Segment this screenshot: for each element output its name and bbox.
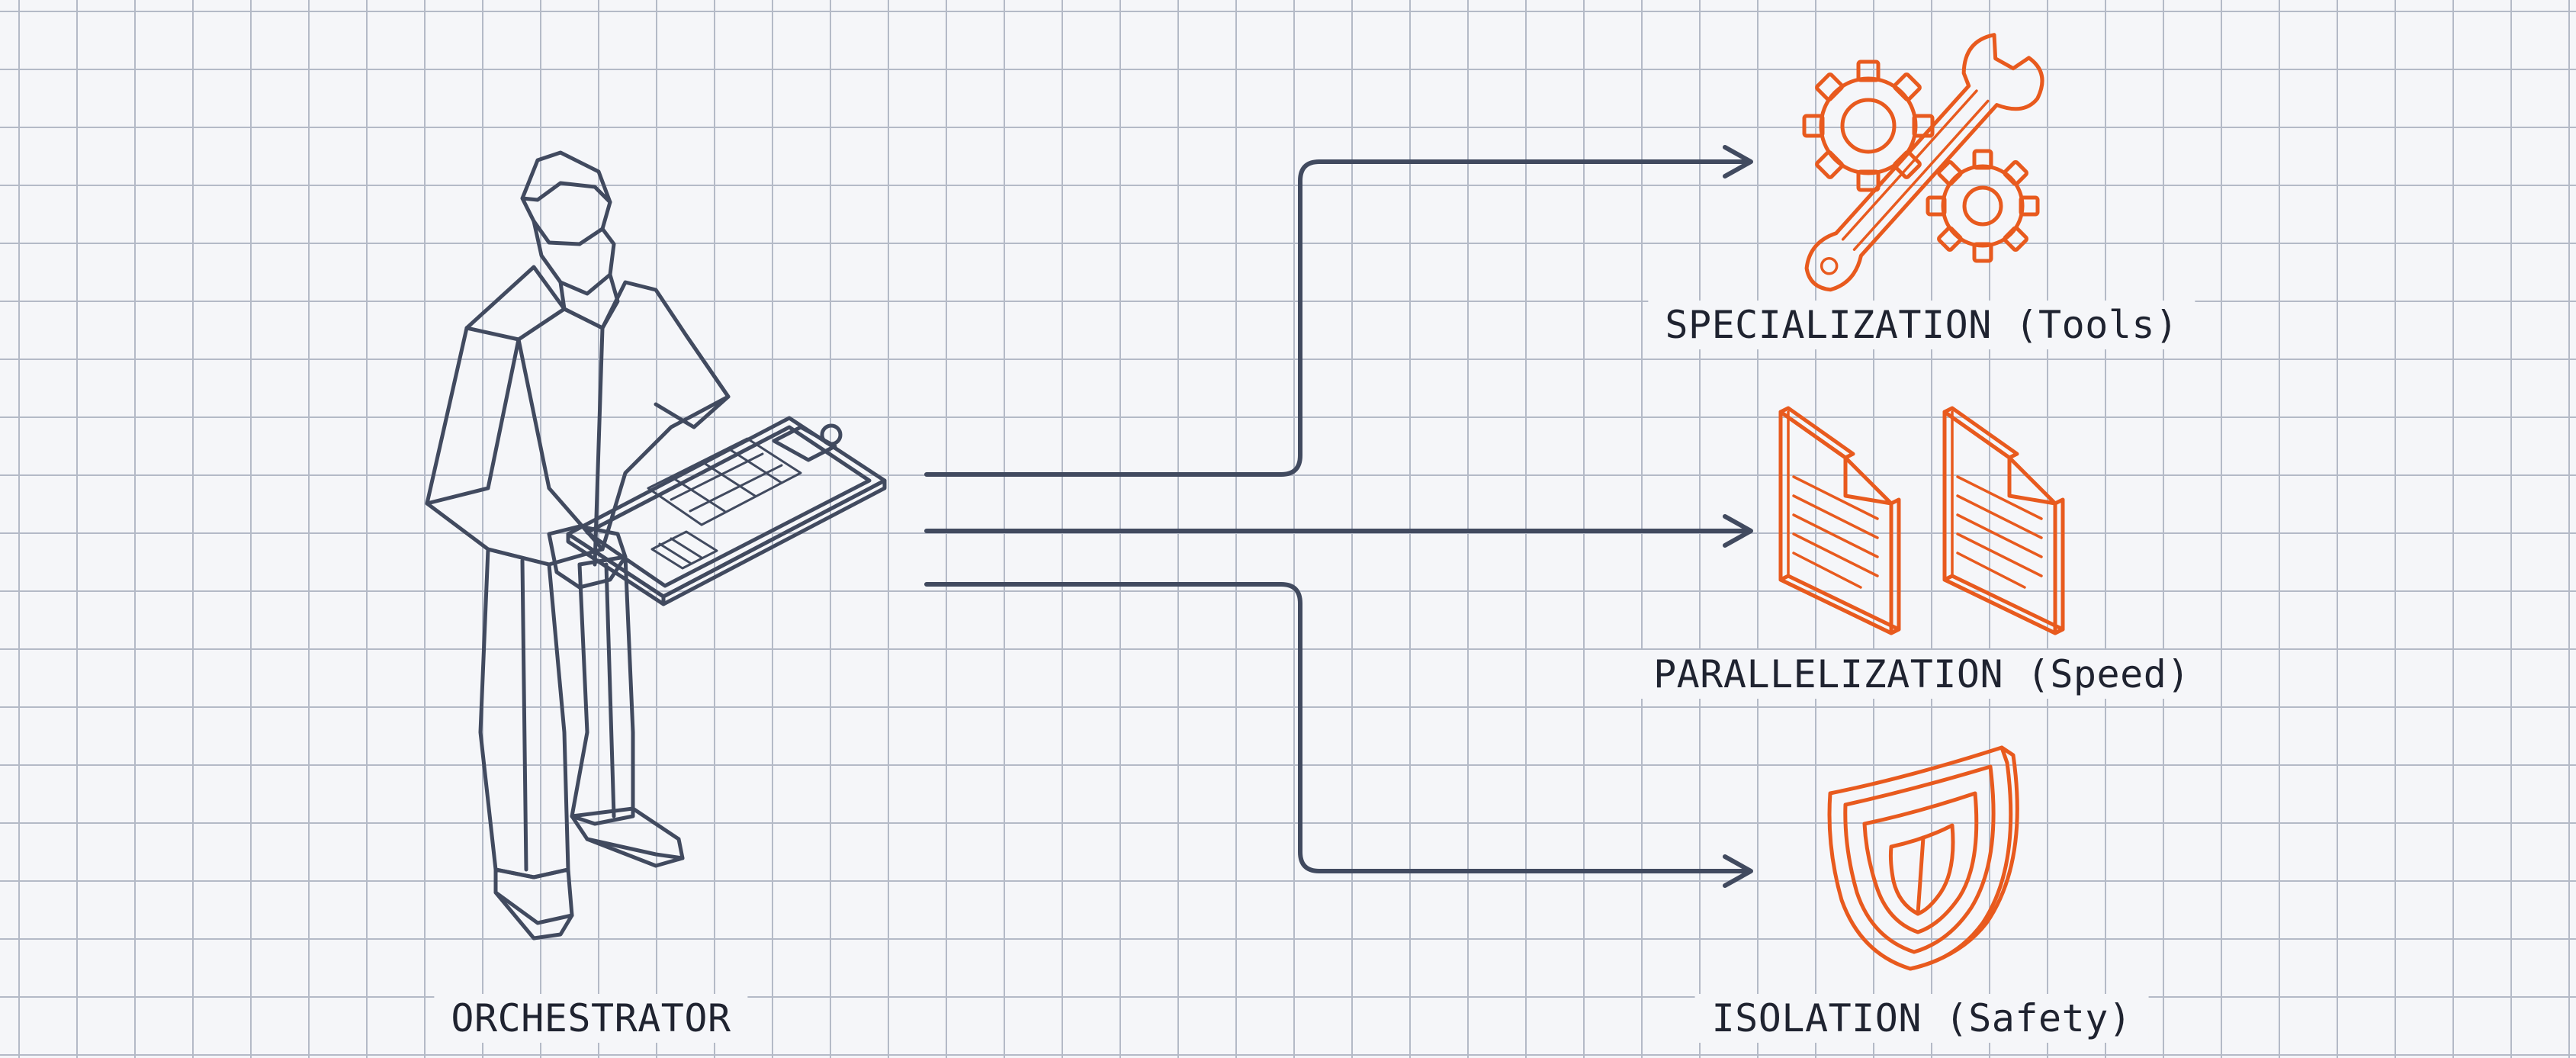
route-arrow-isolation [924, 582, 1753, 888]
wrench-gears-icon [1802, 33, 2044, 292]
specialization-label: SPECIALIZATION (Tools) [1648, 301, 2195, 349]
orchestrator-label: ORCHESTRATOR [434, 994, 748, 1043]
parallelization-label: PARALLELIZATION (Speed) [1636, 650, 2207, 699]
documents-icon [1778, 406, 2065, 635]
isolation-label: ISOLATION (Safety) [1694, 994, 2149, 1043]
shield-icon [1827, 745, 2019, 971]
person-with-clipboard-icon [425, 150, 887, 941]
route-arrow-parallelization [924, 514, 1753, 548]
route-arrow-specialization [924, 145, 1753, 477]
